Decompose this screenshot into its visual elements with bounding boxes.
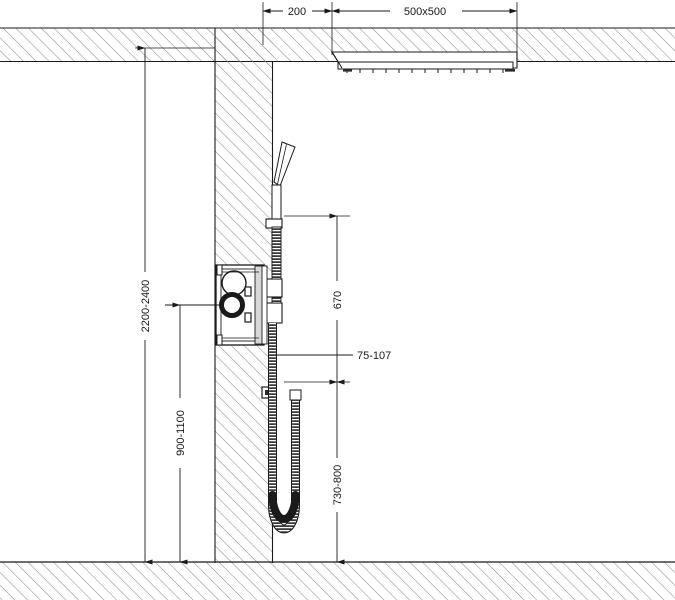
dimension-670-label: 670 xyxy=(332,291,344,309)
top-dimension-group: 200 500x500 xyxy=(262,2,518,55)
dimension-200-label: 200 xyxy=(288,6,306,18)
dimension-2200-2400: 2200-2400 xyxy=(137,45,153,565)
ceiling-shower-head xyxy=(331,51,518,73)
floor-section xyxy=(0,561,675,600)
dimension-200: 200 xyxy=(262,6,333,18)
dimension-500x500: 500x500 xyxy=(331,6,518,18)
dimension-500x500-label: 500x500 xyxy=(404,6,446,18)
dimension-730-800: 730-800 xyxy=(329,379,345,565)
left-wall-hatch-extension xyxy=(0,27,215,63)
dimension-2200-2400-label: 2200-2400 xyxy=(140,280,152,333)
dimension-730-800-label: 730-800 xyxy=(332,465,344,505)
dimension-900-1100-label: 900-1100 xyxy=(175,410,187,456)
concealed-mixer-valve xyxy=(165,264,268,346)
dimension-670: 670 xyxy=(329,213,345,385)
left-dimension-group: 2200-2400 900-1100 xyxy=(135,45,222,565)
right-dimension-group: 670 730-800 75-107 xyxy=(272,213,391,565)
dimension-75-107-label: 75-107 xyxy=(357,350,391,362)
dimension-900-1100: 900-1100 xyxy=(172,302,188,565)
flexible-shower-hose xyxy=(268,226,302,534)
dimension-75-107: 75-107 xyxy=(272,350,391,362)
